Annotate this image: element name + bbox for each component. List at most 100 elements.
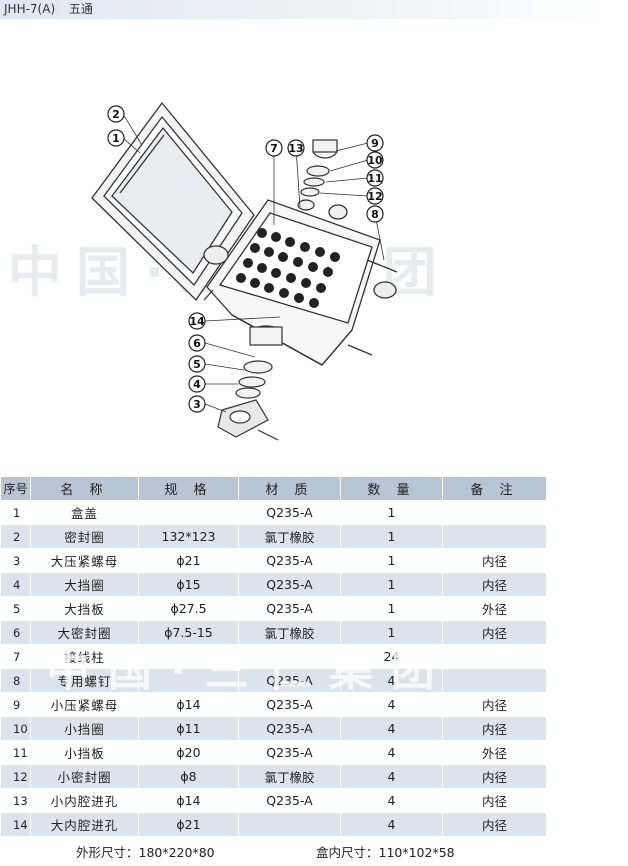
cell-material: Q235-A xyxy=(238,572,341,597)
callout-9: 9 xyxy=(371,137,379,150)
cell-no: 14 xyxy=(0,812,31,837)
cell-spec: ϕ27.5 xyxy=(138,596,239,621)
header-no: 序号 xyxy=(0,476,31,501)
model-type: 五通 xyxy=(68,2,93,16)
cell-name: 小挡板 xyxy=(30,740,139,765)
cell-material: Q235-A xyxy=(238,596,341,621)
cell-qty: 4 xyxy=(340,692,443,717)
cell-spec: ϕ20 xyxy=(138,740,239,765)
cell-qty: 1 xyxy=(340,596,443,621)
cell-spec: ϕ7.5-15 xyxy=(138,620,239,645)
cell-material: Q235-A xyxy=(238,788,341,813)
junction-box-drawing: 2 1 7 13 9 10 11 12 8 14 6 5 4 3 xyxy=(91,101,398,441)
cell-material: Q235-A xyxy=(238,500,341,525)
cell-note xyxy=(442,668,547,693)
cell-note: 内径 xyxy=(442,716,547,741)
cell-spec: ϕ11 xyxy=(138,716,239,741)
cell-material: Q235-A xyxy=(238,740,341,765)
inner-size: 盒内尺寸：110*102*58 xyxy=(316,845,455,860)
cell-note: 外径 xyxy=(442,596,547,621)
cell-note: 内径 xyxy=(442,548,547,573)
cell-name: 大压紧螺母 xyxy=(30,548,139,573)
callout-3: 3 xyxy=(193,398,201,411)
cell-name: 大挡板 xyxy=(30,596,139,621)
cell-material: 氯丁橡胶 xyxy=(238,620,341,645)
cell-qty: 4 xyxy=(340,788,443,813)
cell-material: 氯丁橡胶 xyxy=(238,764,341,789)
cell-qty: 1 xyxy=(340,524,443,549)
callout-14: 14 xyxy=(189,315,205,328)
cell-qty: 4 xyxy=(340,716,443,741)
cell-no: 13 xyxy=(0,788,31,813)
cell-spec: ϕ21 xyxy=(138,548,239,573)
cell-name: 小压紧螺母 xyxy=(30,692,139,717)
cell-no: 12 xyxy=(0,764,31,789)
cell-spec xyxy=(138,644,239,669)
cell-note xyxy=(442,524,547,549)
cell-material: Q235-A xyxy=(238,692,341,717)
cell-spec: ϕ15 xyxy=(138,572,239,597)
header-name: 名 称 xyxy=(30,476,139,501)
cell-note: 内径 xyxy=(442,692,547,717)
cell-name: 大挡圈 xyxy=(30,572,139,597)
callout-12: 12 xyxy=(367,190,382,203)
cell-note: 内径 xyxy=(442,572,547,597)
cell-qty: 4 xyxy=(340,764,443,789)
header-material: 材 质 xyxy=(238,476,341,501)
cell-material: Q235-A xyxy=(238,716,341,741)
header-qty: 数 量 xyxy=(340,476,443,501)
callout-1: 1 xyxy=(112,132,120,145)
callout-11: 11 xyxy=(367,172,382,185)
cell-material: Q235-A xyxy=(238,668,341,693)
cell-note: 内径 xyxy=(442,620,547,645)
cell-no: 6 xyxy=(0,620,31,645)
page-header: JHH-7(A) 五通 xyxy=(0,0,608,19)
cell-spec: 132*123 xyxy=(138,524,239,549)
callout-7: 7 xyxy=(270,142,278,155)
header-note: 备 注 xyxy=(442,476,547,501)
cell-name: 小密封圈 xyxy=(30,764,139,789)
header-spec: 规 格 xyxy=(138,476,239,501)
callout-13: 13 xyxy=(288,142,303,155)
cell-no: 2 xyxy=(0,524,31,549)
exploded-diagram: 2 1 7 13 9 10 11 12 8 14 6 5 4 3 xyxy=(0,95,628,465)
cell-material: 氯丁橡胶 xyxy=(238,524,341,549)
callout-2: 2 xyxy=(112,108,120,121)
cell-qty: 4 xyxy=(340,740,443,765)
cell-material xyxy=(238,812,341,837)
cell-name: 大密封圈 xyxy=(30,620,139,645)
cell-name: 接线柱 xyxy=(30,644,139,669)
cell-name: 小挡圈 xyxy=(30,716,139,741)
cell-material: Q235-A xyxy=(238,548,341,573)
callout-5: 5 xyxy=(193,358,201,371)
cell-name: 小内腔进孔 xyxy=(30,788,139,813)
cell-spec xyxy=(138,668,239,693)
cell-name: 专用螺钉 xyxy=(30,668,139,693)
model-code: JHH-7(A) xyxy=(4,2,56,16)
cell-no: 11 xyxy=(0,740,31,765)
cell-note: 内径 xyxy=(442,812,547,837)
cell-material xyxy=(238,644,341,669)
cell-no: 4 xyxy=(0,572,31,597)
cell-qty: 4 xyxy=(340,668,443,693)
cell-qty: 4 xyxy=(340,812,443,837)
cell-qty: 24 xyxy=(340,644,443,669)
cell-qty: 1 xyxy=(340,572,443,597)
cell-no: 7 xyxy=(0,644,31,669)
callout-4: 4 xyxy=(193,378,201,391)
dimensions-footer: 外形尺寸：180*220*80 盒内尺寸：110*102*58 xyxy=(0,841,546,864)
table-header-row: 序号 名 称 规 格 材 质 数 量 备 注 xyxy=(0,476,547,501)
cell-note: 外径 xyxy=(442,740,547,765)
